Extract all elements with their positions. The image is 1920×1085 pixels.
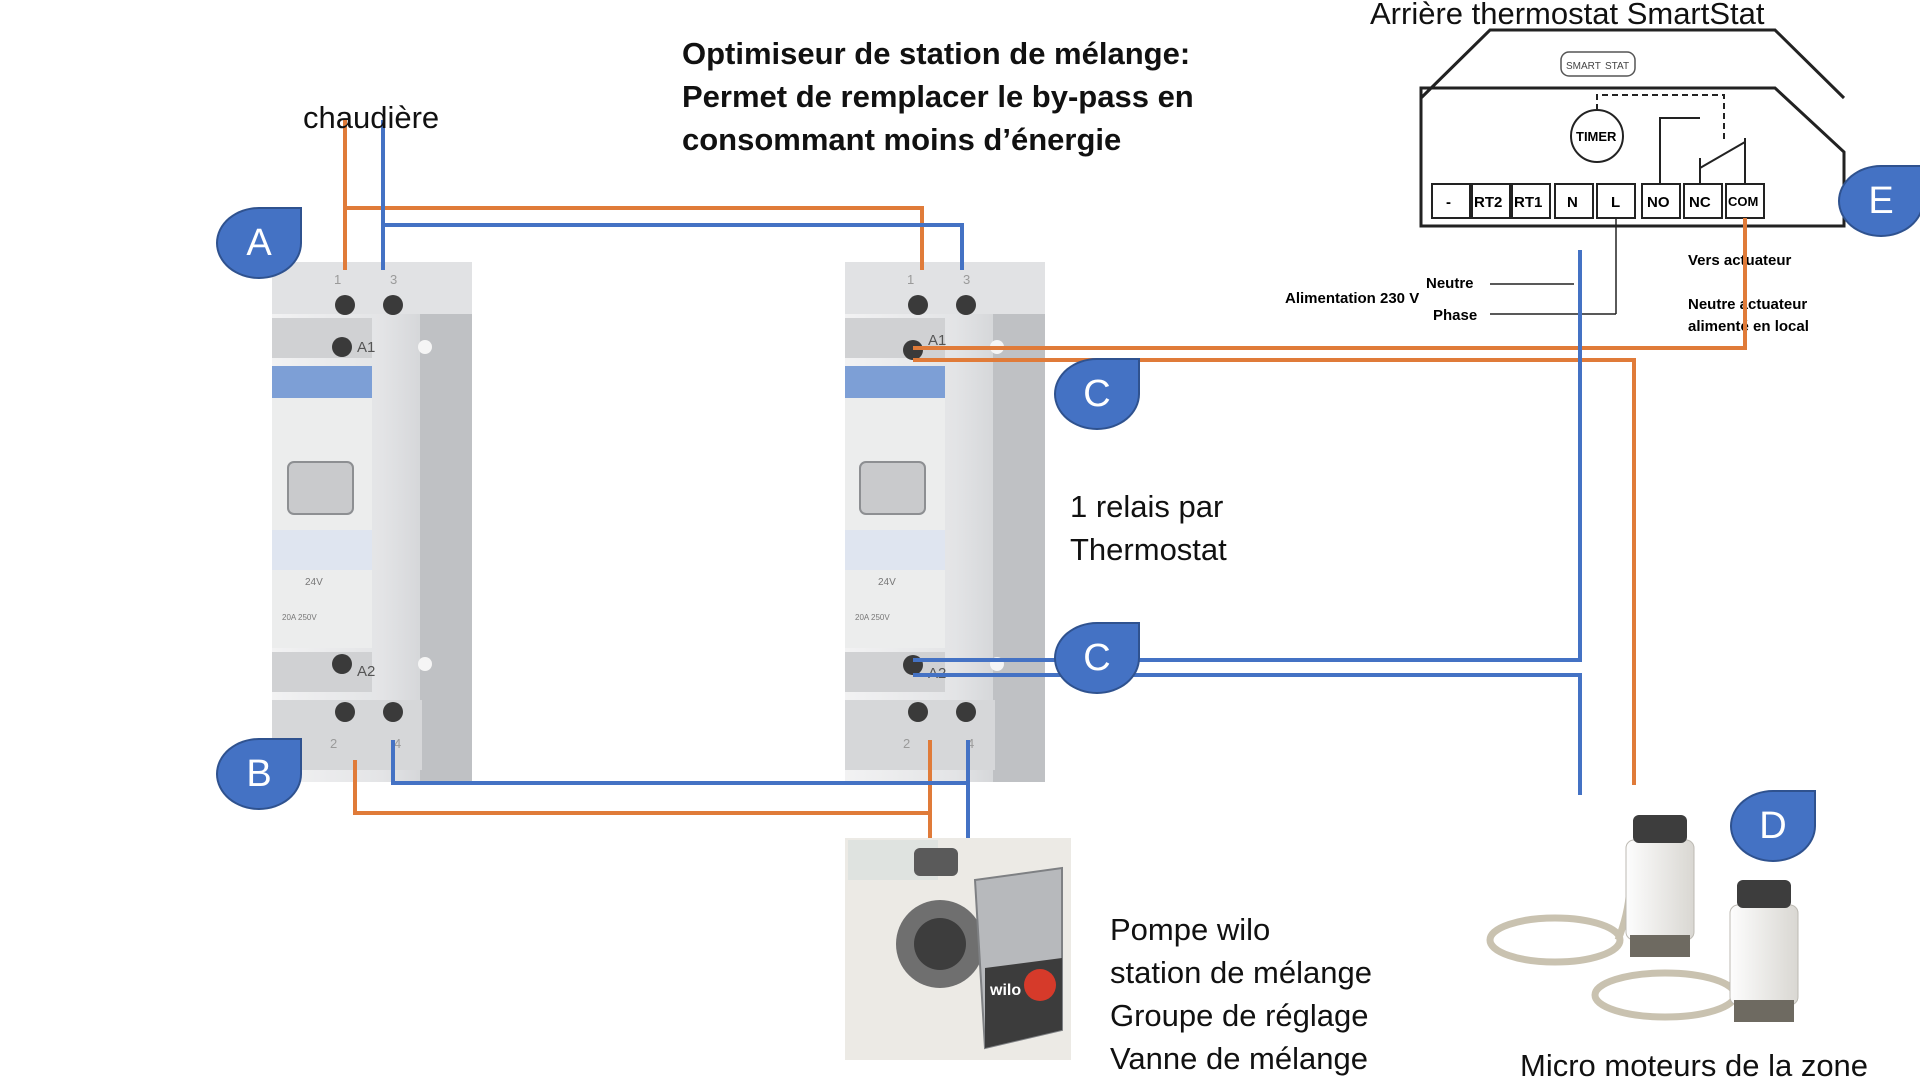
- thermostat-timer-label: TIMER: [1576, 129, 1617, 144]
- label-relais: 1 relais par Thermostat: [1070, 485, 1227, 571]
- relay-left: 1 3 A1 A2 2 4 24V 20A 250V: [272, 262, 472, 782]
- heading-line-1: Optimiseur de station de mélange:: [682, 36, 1191, 71]
- tag-d: D: [1730, 790, 1816, 862]
- wire-phase-bottom: [353, 760, 932, 838]
- thermostat-brand-left: SMART: [1566, 61, 1601, 72]
- label-neutre-actuateur: Neutre actuateur: [1688, 296, 1807, 313]
- wire-phase-com: [913, 218, 1747, 350]
- thermostat-title: Arrière thermostat SmartStat: [1370, 0, 1765, 31]
- tag-a: A: [216, 207, 302, 279]
- label-alimentation: Alimentation 230 V: [1285, 290, 1419, 307]
- label-chaudiere: chaudière: [303, 100, 440, 135]
- terminal-no: NO: [1647, 194, 1670, 211]
- relay-right-spec-voltage: 24V: [878, 577, 896, 588]
- terminal-minus: -: [1446, 194, 1451, 211]
- heading-line-3: consommant moins d’énergie: [682, 122, 1122, 157]
- terminal-com: COM: [1728, 194, 1758, 209]
- tag-c-top: C: [1054, 358, 1140, 430]
- label-phase: Phase: [1433, 307, 1477, 324]
- label-pompe: Pompe wilo station de mélange Groupe de …: [1110, 908, 1372, 1080]
- pompe-line-1: Pompe wilo: [1110, 912, 1271, 947]
- wilo-pump: wilo: [845, 838, 1071, 1060]
- pump-brand: wilo: [989, 982, 1021, 999]
- label-micro-moteurs: Micro moteurs de la zone: [1520, 1048, 1869, 1083]
- relay-right-spec-rating: 20A 250V: [855, 613, 890, 622]
- relay-right-terminal-4: 4: [967, 736, 974, 751]
- relay-left-terminal-3: 3: [390, 272, 397, 287]
- heading-line-2: Permet de remplacer le by-pass en: [682, 79, 1194, 114]
- relay-right-terminal-1: 1: [907, 272, 914, 287]
- wire-neutral-bottom: [391, 740, 970, 838]
- micro-motors: [1486, 815, 1799, 1022]
- label-neutre: Neutre: [1426, 275, 1474, 292]
- tag-e: E: [1838, 165, 1920, 237]
- wire-neutral-boiler: [381, 120, 964, 270]
- relay-right-terminal-3: 3: [963, 272, 970, 287]
- wire-phase-actuator: [913, 358, 1636, 785]
- relais-line-2: Thermostat: [1070, 532, 1227, 567]
- terminal-n: N: [1567, 194, 1578, 211]
- relay-right-terminal-a1: A1: [928, 332, 946, 349]
- relais-line-1: 1 relais par: [1070, 489, 1224, 524]
- wires: [343, 120, 1747, 838]
- thermostat-terminal-block: - RT2 RT1 N L NO NC COM: [1431, 183, 1765, 219]
- relay-left-terminal-1: 1: [334, 272, 341, 287]
- label-alimente-local: alimenté en local: [1688, 318, 1809, 335]
- relay-right-terminal-2: 2: [903, 736, 910, 751]
- tag-c-bottom: C: [1054, 622, 1140, 694]
- relay-left-terminal-a2: A2: [357, 663, 375, 680]
- relay-left-spec-rating: 20A 250V: [282, 613, 317, 622]
- terminal-rt2: RT2: [1474, 194, 1502, 211]
- terminal-l: L: [1611, 194, 1620, 211]
- pompe-line-2: station de mélange: [1110, 955, 1372, 990]
- wire-neutral-actuator: [913, 673, 1582, 795]
- label-vers-actuateur: Vers actuateur: [1688, 252, 1792, 269]
- thermostat-back: SMART STAT TIMER - RT2 RT1 N L NO NC COM: [1285, 28, 1846, 335]
- relay-left-spec-voltage: 24V: [305, 577, 323, 588]
- wire-phase-boiler: [343, 120, 924, 270]
- thermostat-brand-right: STAT: [1605, 61, 1629, 72]
- terminal-rt1: RT1: [1514, 194, 1542, 211]
- terminal-nc: NC: [1689, 194, 1711, 211]
- diagram-heading: Optimiseur de station de mélange: Permet…: [682, 32, 1194, 161]
- pompe-line-4: Vanne de mélange: [1110, 1041, 1368, 1076]
- tag-b: B: [216, 738, 302, 810]
- relay-right: 1 3 A1 A2 2 4 24V 20A 250V: [845, 262, 1045, 782]
- relay-left-terminal-4: 4: [394, 736, 401, 751]
- relay-left-terminal-a1: A1: [357, 339, 375, 356]
- pompe-line-3: Groupe de réglage: [1110, 998, 1369, 1033]
- relay-left-terminal-2: 2: [330, 736, 337, 751]
